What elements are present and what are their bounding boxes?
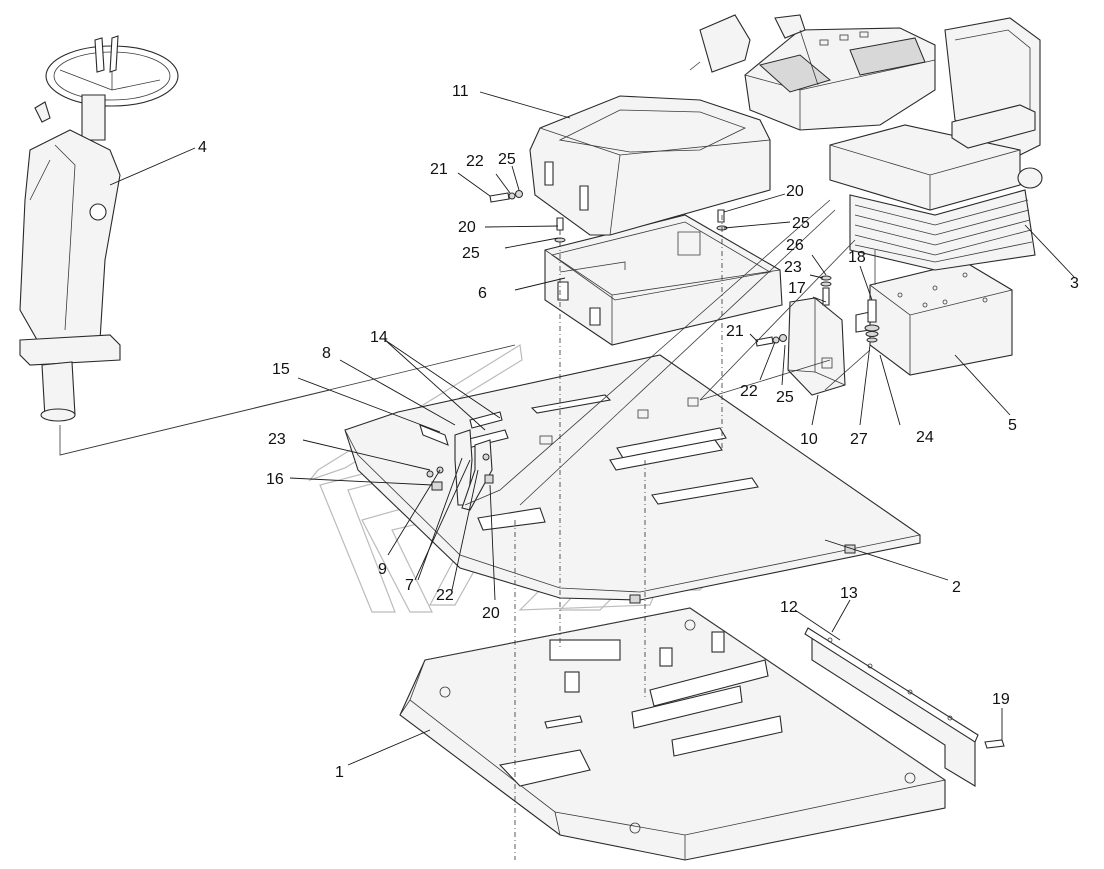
- part-6-seat-base-box: [544, 214, 783, 346]
- callout-2: 2: [952, 579, 961, 596]
- seat-fasteners: [489, 190, 880, 347]
- callout-labels: 1 2 3 4 5 6 7 8 9 10 11 12 13 14 15 16 1…: [198, 83, 1079, 781]
- callout-25-top: 25: [498, 151, 516, 168]
- assembly-lines: [59, 199, 876, 860]
- callout-23-left: 23: [268, 431, 286, 448]
- part-5-seat-support-box: [855, 261, 1013, 376]
- callout-6: 6: [478, 285, 487, 302]
- callout-21-top: 21: [430, 161, 448, 178]
- callout-5: 5: [1008, 417, 1017, 434]
- callout-21-right: 21: [726, 323, 744, 340]
- part-3-operator-seat: [829, 17, 1043, 271]
- callout-20-left: 20: [458, 219, 476, 236]
- callout-17: 17: [788, 280, 806, 297]
- part-11-seat-cover: [529, 95, 771, 236]
- part-10-side-bracket: [787, 297, 846, 396]
- control-console: [689, 14, 936, 131]
- callout-8: 8: [322, 345, 331, 362]
- callout-7: 7: [405, 577, 414, 594]
- callout-25-top-right: 25: [792, 215, 810, 232]
- callout-25-right: 25: [776, 389, 794, 406]
- callout-23-right: 23: [784, 259, 802, 276]
- part-12-13-side-plates: [804, 627, 979, 787]
- callout-11: 11: [452, 83, 469, 100]
- callout-9: 9: [378, 561, 387, 578]
- callout-20-top-right: 20: [786, 183, 804, 200]
- callout-15: 15: [272, 361, 290, 378]
- callout-10: 10: [800, 431, 818, 448]
- callout-27: 27: [850, 431, 868, 448]
- part-19-bolt: [984, 739, 1005, 749]
- callout-24: 24: [916, 429, 934, 446]
- callout-26: 26: [786, 237, 804, 254]
- callout-4: 4: [198, 139, 207, 156]
- callout-22-right: 22: [740, 383, 758, 400]
- callout-22-bottom: 22: [436, 587, 454, 604]
- part-1-base-frame: [399, 607, 947, 861]
- callout-13: 13: [840, 585, 858, 602]
- part-2-floor-plate: [344, 354, 921, 604]
- callout-22-top: 22: [466, 153, 484, 170]
- callout-16: 16: [266, 471, 284, 488]
- leader-lines: [109, 91, 1076, 766]
- callout-20-bottom: 20: [482, 605, 500, 622]
- callout-3: 3: [1070, 275, 1079, 292]
- callout-1: 1: [335, 764, 344, 781]
- callout-18: 18: [848, 249, 866, 266]
- callout-25-left: 25: [462, 245, 480, 262]
- part-4-steering-column: [19, 35, 179, 422]
- callout-12: 12: [780, 599, 798, 616]
- callout-14: 14: [370, 329, 388, 346]
- callout-19: 19: [992, 691, 1010, 708]
